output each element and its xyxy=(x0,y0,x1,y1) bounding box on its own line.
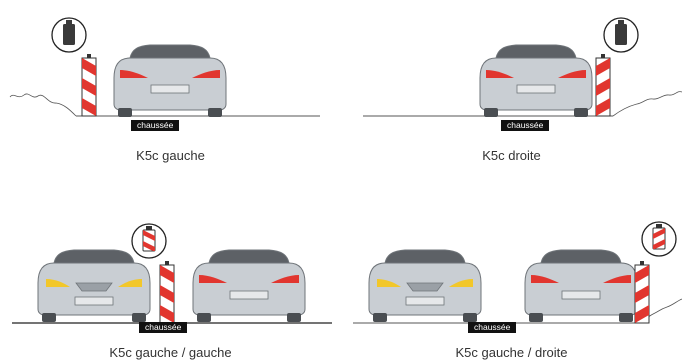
panel-caption: K5c gauche / droite xyxy=(341,345,682,360)
panel-k5c-gauche-gauche: chaussée K5c gauche / gauche xyxy=(0,181,341,362)
k5c-beacon xyxy=(635,261,649,323)
car-front-view xyxy=(369,250,481,322)
rough-verge xyxy=(613,92,682,116)
beacon-icon xyxy=(604,18,638,52)
panel-caption: K5c gauche xyxy=(0,148,341,163)
road-label: chaussée xyxy=(501,120,549,131)
car-rear-view xyxy=(525,250,637,322)
beacon-icon xyxy=(52,18,86,52)
beacon-icon xyxy=(642,222,676,256)
car-front-view xyxy=(38,250,150,322)
k5c-beacon xyxy=(596,54,610,116)
panel-caption: K5c droite xyxy=(341,148,682,163)
panel-k5c-gauche-droite: chaussée K5c gauche / droite xyxy=(341,181,682,362)
car-rear-view xyxy=(114,45,226,117)
k5c-beacon xyxy=(160,261,174,323)
panel-k5c-gauche: chaussée K5c gauche xyxy=(0,0,341,181)
road-label: chaussée xyxy=(139,322,187,333)
diagram-k5c-gauche-gauche xyxy=(0,181,341,362)
car-rear-view xyxy=(480,45,592,117)
road-label: chaussée xyxy=(131,120,179,131)
panel-k5c-droite: chaussée K5c droite xyxy=(341,0,682,181)
road-label: chaussée xyxy=(468,322,516,333)
rough-verge xyxy=(10,94,76,116)
car-rear-view xyxy=(193,250,305,322)
beacon-icon xyxy=(132,224,166,258)
diagram-k5c-gauche-droite xyxy=(341,181,682,362)
panel-caption: K5c gauche / gauche xyxy=(0,345,341,360)
k5c-beacon xyxy=(82,54,96,116)
